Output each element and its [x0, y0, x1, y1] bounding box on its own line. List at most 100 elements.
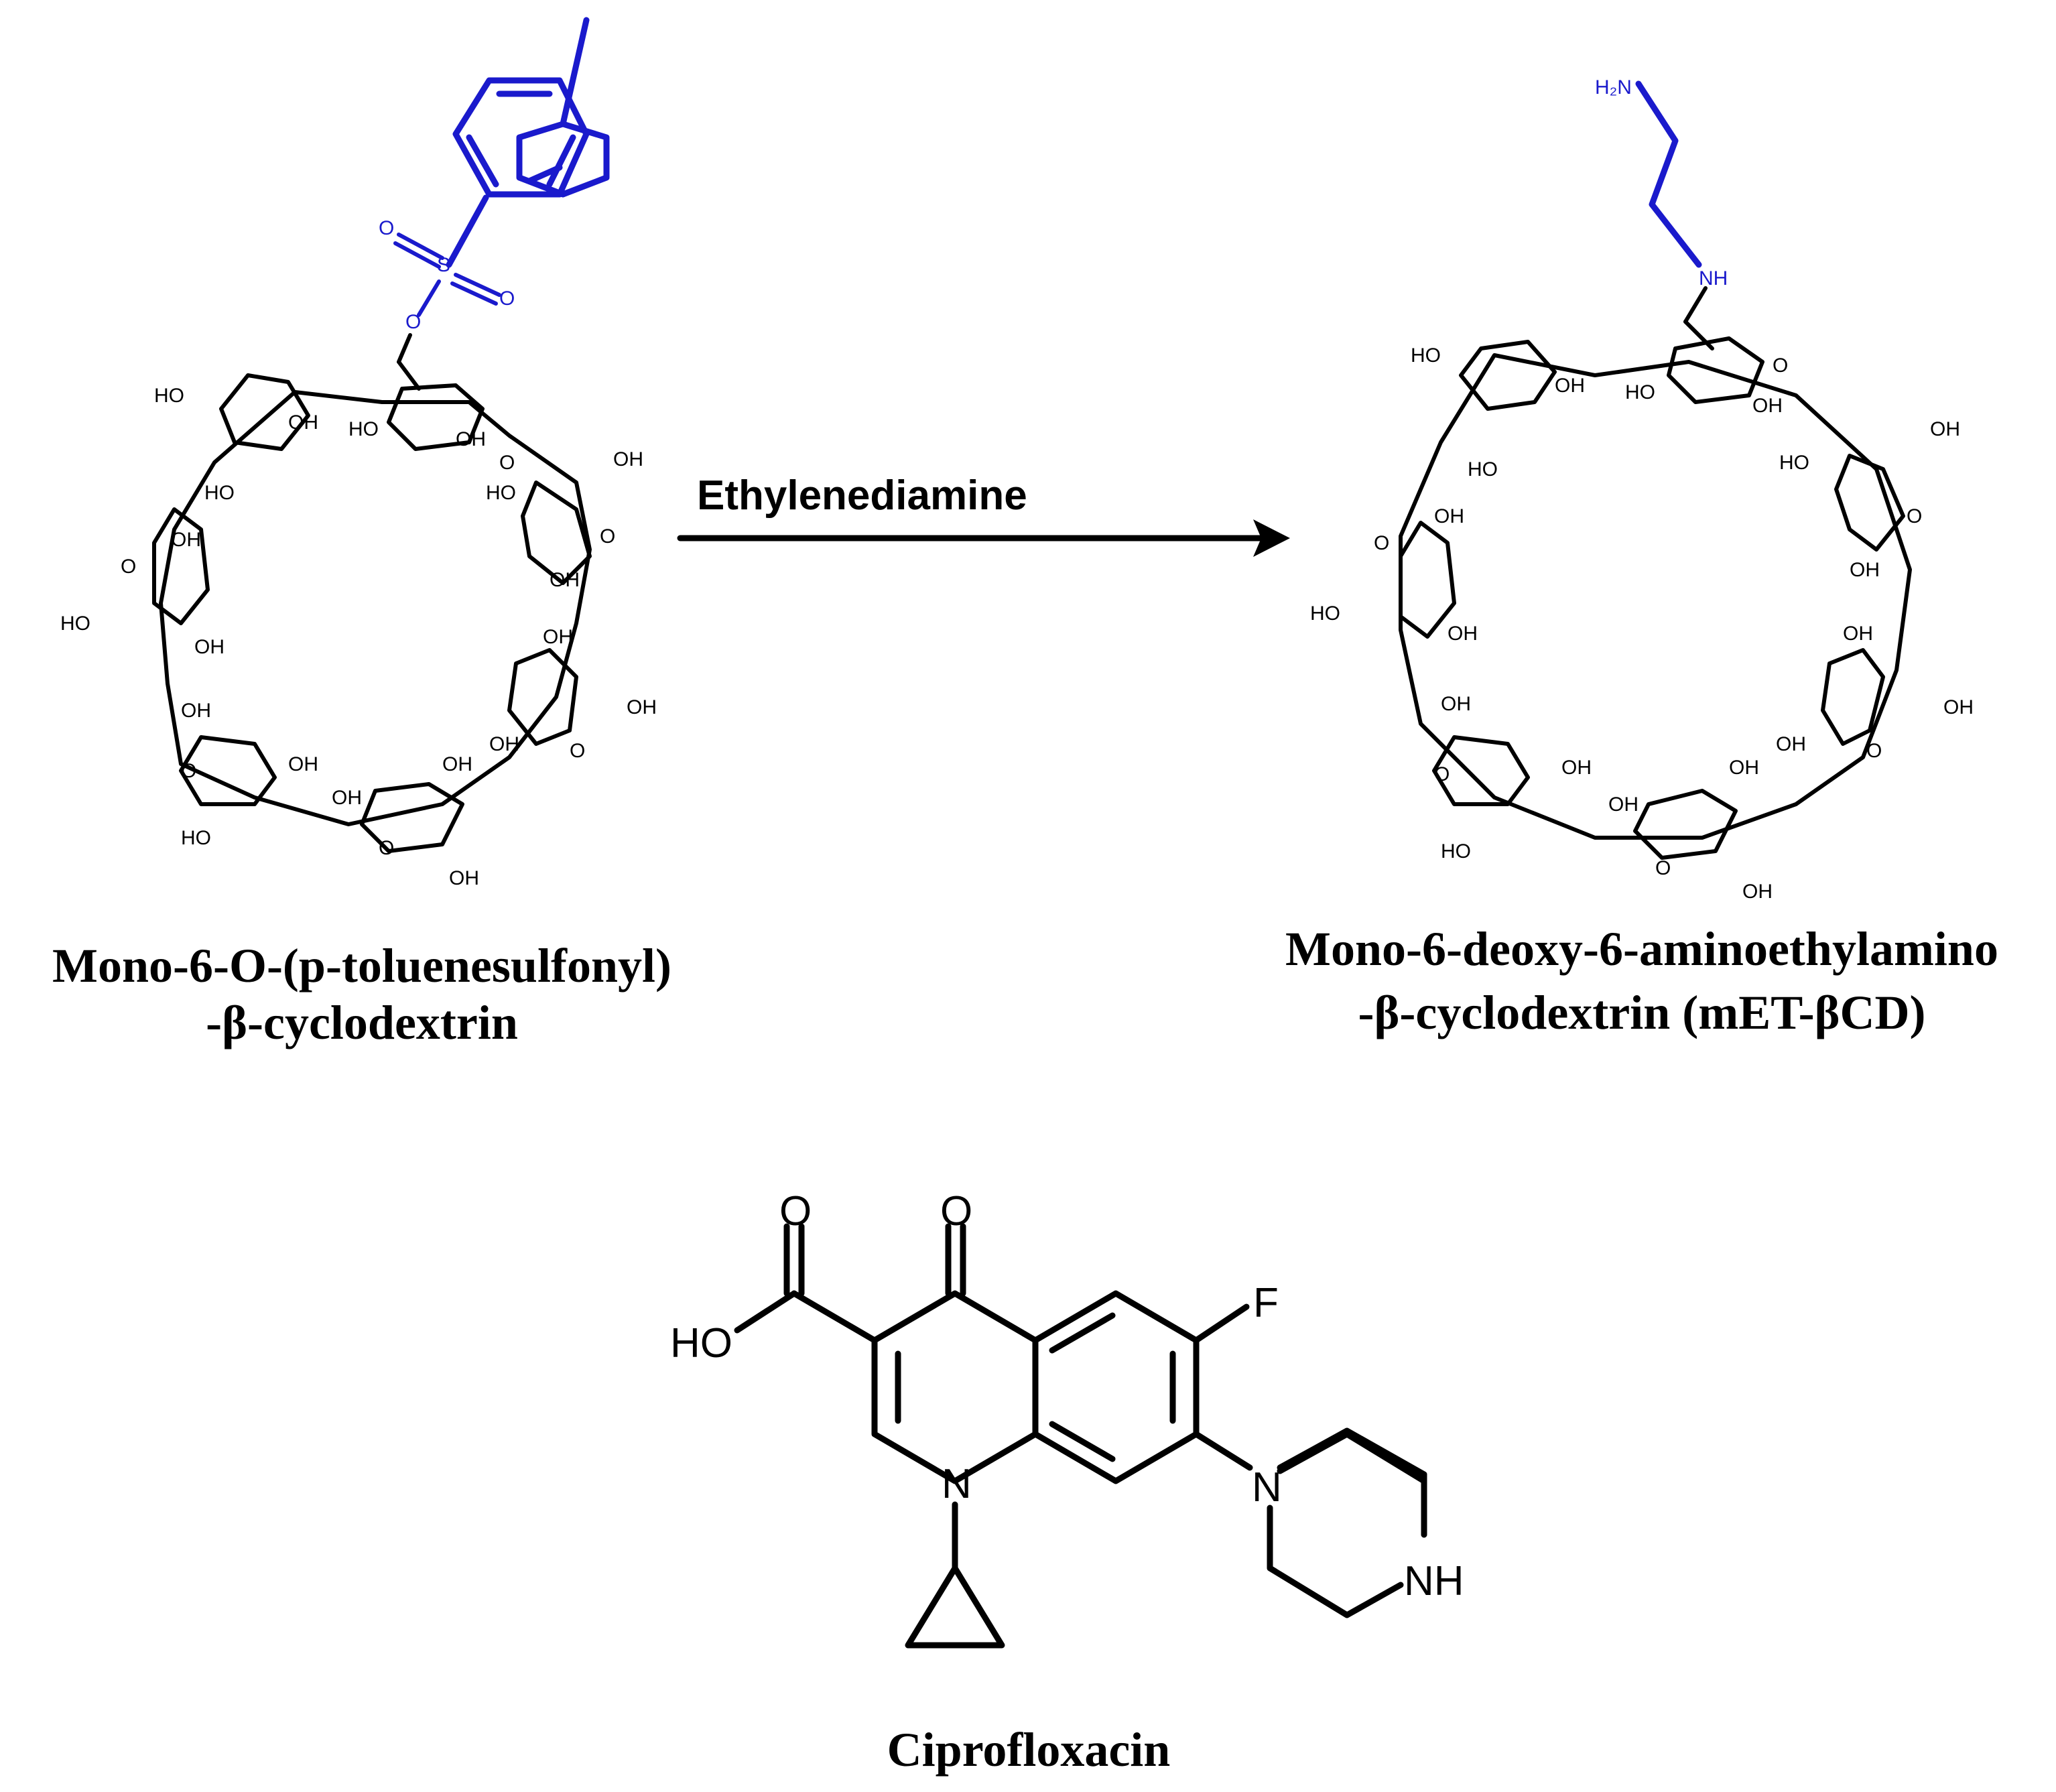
ring-oxygen-label: O	[379, 837, 394, 859]
ester-ch2-bond	[397, 333, 412, 364]
ester-oxygen-label: O	[405, 311, 421, 333]
glucose-unit-3	[1834, 454, 1905, 552]
ring-oxygen-label: O	[1866, 740, 1882, 762]
glucose-unit-6	[179, 735, 277, 806]
ring-oxygen-label: O	[570, 740, 585, 762]
hydroxyl-label: OH	[489, 733, 519, 755]
hydroxyl-label: HO	[1411, 344, 1441, 367]
glucose-unit-3	[521, 481, 592, 585]
sulfur-ester-oxygen-bond	[417, 279, 441, 317]
ring-oxygen-label: O	[181, 760, 196, 782]
hydroxyl-label: HO	[204, 482, 235, 504]
hydroxyl-label: OH	[613, 448, 643, 470]
hydroxyl-bond	[734, 1290, 797, 1334]
carboxyl-c-bond	[791, 1290, 878, 1344]
hydroxyl-label: HO	[1779, 452, 1809, 474]
tosyl-group: O S O O	[379, 17, 610, 333]
met-cd-caption-line2: -β-cyclodextrin (mET-βCD)	[1358, 986, 1925, 1039]
met-cyclodextrin-ring-outline	[1399, 353, 1912, 840]
glucose-unit-4	[507, 648, 578, 746]
tosyl-benzene-ring	[516, 121, 610, 198]
amine-label: H₂N	[1595, 76, 1632, 99]
fluorine-label: F	[1253, 1280, 1279, 1326]
sulfur-oxygen-bond-1b	[393, 241, 441, 269]
ring-oxygen-label: O	[121, 556, 136, 578]
hydroxyl-label: HO	[154, 385, 184, 407]
piperazine-nh-label: NH	[1404, 1558, 1464, 1604]
ch2-ring-bond	[397, 360, 421, 391]
hydroxyl-label: HO	[60, 613, 90, 635]
tosyl-methyl-bond	[560, 17, 590, 127]
glucose-unit-1	[219, 373, 310, 451]
hydroxyl-label: OH	[456, 428, 486, 450]
glucose-unit-2	[387, 383, 485, 451]
ciprofloxacin-structure: O O HO F N N NH Ciprofloxacin	[670, 1188, 1464, 1777]
glucose-unit-7	[1399, 521, 1456, 639]
cyclodextrin-ring-outline	[159, 390, 592, 826]
hydroxyl-label: OH	[1843, 623, 1873, 645]
benzene-inner-bond-3	[1049, 1421, 1116, 1462]
glucose-unit-4	[1821, 648, 1885, 746]
arrowhead	[1253, 519, 1290, 557]
glucose-unit-5	[1633, 789, 1738, 860]
ethylene-chain	[1635, 80, 1702, 268]
glucose-unit-2	[1667, 336, 1764, 404]
hydroxyl-label: OH	[288, 753, 318, 775]
tosyl-inner-bond-2	[546, 134, 576, 188]
aminoethylamino-group: H₂N NH	[1595, 76, 1728, 350]
hydroxyl-label: HO	[1625, 381, 1655, 403]
piperazine-nitrogen-label: N	[1252, 1464, 1282, 1511]
hydroxyl-label: OH	[332, 787, 362, 809]
sulfur-oxygen-bond-2	[454, 273, 501, 297]
reaction-arrow: Ethylenediamine	[677, 472, 1290, 557]
piperazine-bond	[1193, 1431, 1253, 1471]
hydroxyl-label: OH	[1441, 693, 1471, 715]
sulfur-oxygen-bond-1	[397, 233, 444, 260]
fluorine-bond	[1193, 1303, 1250, 1344]
hydroxyl-label: OH	[1555, 375, 1585, 397]
hydroxyl-label: OH	[1608, 793, 1639, 816]
hydroxyl-label: OH	[1742, 881, 1773, 903]
sulfur-label: S	[437, 254, 450, 276]
glucose-unit-7	[152, 507, 210, 625]
reagent-label: Ethylenediamine	[697, 472, 1027, 519]
met-cd-caption-line1: Mono-6-deoxy-6-aminoethylamino	[1285, 922, 1998, 976]
hydroxyl-label: HO	[1310, 602, 1340, 625]
ciprofloxacin-caption: Ciprofloxacin	[887, 1723, 1171, 1777]
cyclopropyl-ring	[905, 1565, 1005, 1649]
hydroxyl-label: OH	[1561, 757, 1592, 779]
piperazine-ring-lower	[1267, 1505, 1404, 1618]
hydroxyl-label: OH	[1930, 418, 1960, 440]
nh-ch2-bond	[1683, 286, 1708, 324]
ketone-oxygen-label: O	[940, 1188, 972, 1234]
hydroxyl-label: OH	[1448, 623, 1478, 645]
met-glucose-units	[1399, 336, 1905, 860]
glucose-unit-1	[1459, 340, 1557, 411]
tosyl-cd-caption-line2: -β-cyclodextrin	[206, 996, 518, 1049]
hydroxyl-label: OH	[194, 636, 224, 658]
met-cyclodextrin-structure: H₂N NH HO OH HO OH OH HO OH OH OH OH	[1285, 76, 1998, 1039]
sulfonyl-oxygen-label-1: O	[379, 217, 394, 239]
ring-oxygen-label: O	[1907, 505, 1922, 527]
ring-oxygen-label: O	[1434, 763, 1450, 785]
glucose-unit-6	[1432, 735, 1530, 806]
glucose-unit-5	[360, 782, 464, 853]
tosyl-inner-bond-3	[466, 134, 499, 188]
ring-oxygen-label: O	[1655, 857, 1671, 879]
hydroxyl-label: HO	[1441, 840, 1471, 862]
hydroxyl-label: OH	[171, 529, 201, 551]
ring-oxygen-label: O	[600, 525, 615, 548]
tosyl-aromatic-ring	[452, 77, 590, 198]
piperazine-ring-upper	[1277, 1427, 1427, 1538]
hydroxyl-label: OH	[449, 867, 479, 889]
hydroxyl-label: OH	[550, 569, 580, 591]
hydroxyl-label: HO	[486, 482, 516, 504]
sulfonyl-oxygen-label-2: O	[499, 287, 515, 310]
hydroxyl-label: OH	[1943, 696, 1974, 718]
carbonyl-oxygen-label: O	[779, 1188, 812, 1234]
hydroxyl-label: OH	[1776, 733, 1806, 755]
ring-oxygen-label: O	[1374, 532, 1389, 554]
ring-oxygen-label: O	[1773, 355, 1788, 377]
hydroxyl-label: OH	[442, 753, 472, 775]
tosyl-cd-caption-line1: Mono-6-O-(p-toluenesulfonyl)	[52, 939, 671, 993]
